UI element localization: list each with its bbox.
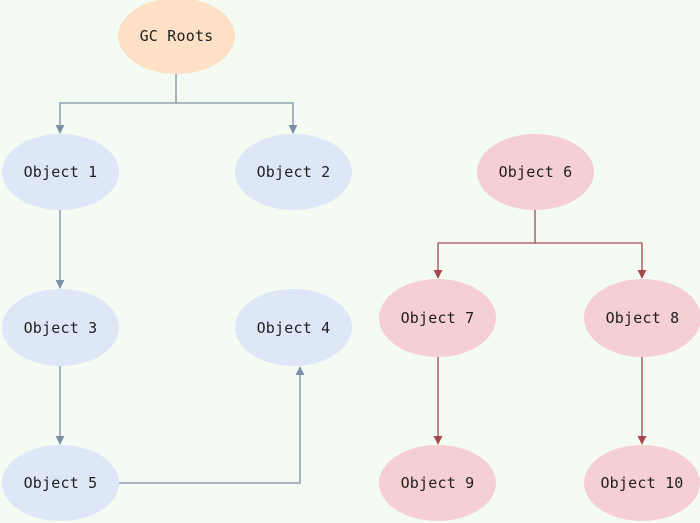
object-10-node: Object 10 — [584, 445, 700, 521]
edge-object-5-to-object-4 — [118, 366, 305, 484]
object-3-label: Object 3 — [23, 318, 98, 337]
object-1-label: Object 1 — [23, 163, 98, 181]
object-4-node: Object 4 — [235, 289, 352, 366]
object-6-label: Object 6 — [498, 163, 573, 181]
object-9-label: Object 9 — [400, 474, 475, 492]
edge-gc-roots-to-object-1 — [55, 74, 177, 134]
object-7-label: Object 7 — [400, 309, 475, 327]
edge-object-6-to-object-7 — [433, 210, 536, 279]
edge-gc-roots-to-object-2 — [176, 102, 298, 134]
object-8-node: Object 8 — [584, 279, 700, 357]
object-2-label: Object 2 — [256, 163, 331, 181]
object-3-node: Object 3 — [2, 289, 119, 366]
object-5-node: Object 5 — [2, 445, 119, 521]
object-9-node: Object 9 — [379, 445, 496, 521]
object-6-node: Object 6 — [477, 134, 594, 210]
gc-roots-label: GC Roots — [139, 27, 214, 45]
object-4-label: Object 4 — [256, 318, 331, 337]
object-10-label: Object 10 — [600, 474, 684, 492]
object-1-node: Object 1 — [2, 134, 119, 210]
object-8-label: Object 8 — [605, 309, 680, 327]
gc-roots-node: GC Roots — [118, 0, 235, 74]
object-7-node: Object 7 — [379, 279, 496, 357]
object-5-label: Object 5 — [23, 474, 98, 492]
edge-object-6-to-object-8 — [535, 242, 647, 279]
object-2-node: Object 2 — [235, 134, 352, 210]
